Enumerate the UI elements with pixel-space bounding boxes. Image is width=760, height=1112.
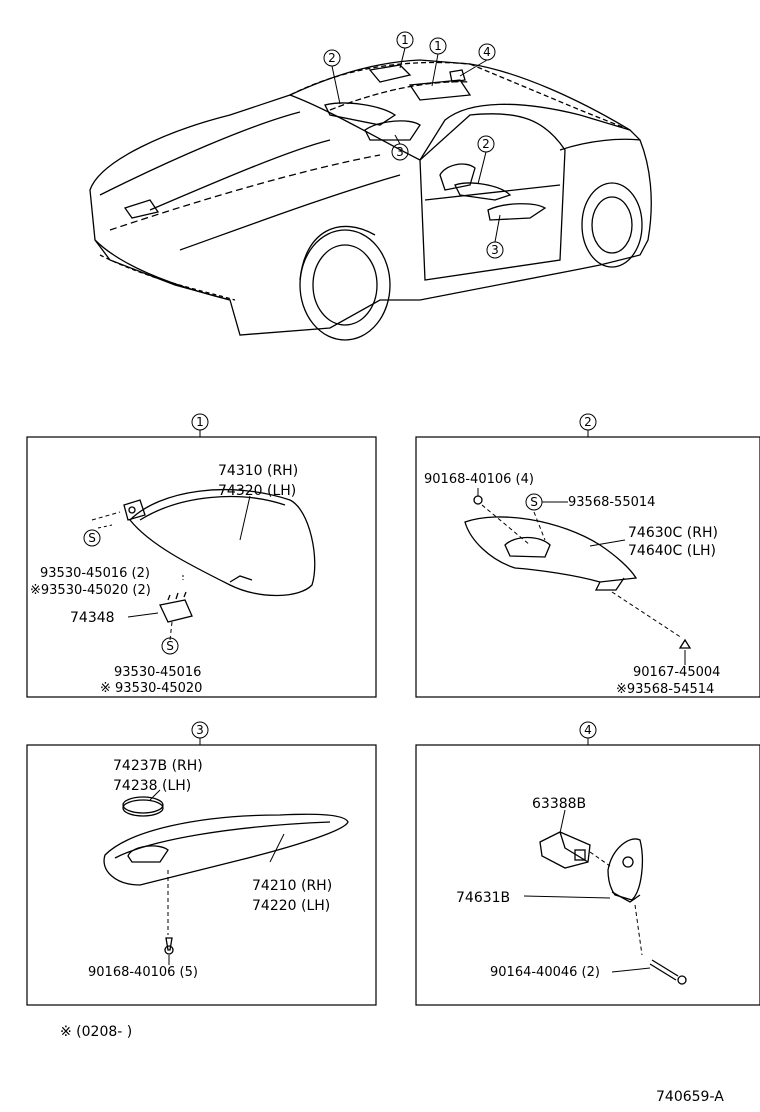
panel-2-leaders [477, 488, 686, 665]
assist-grip-illustration [464, 495, 692, 649]
panel-2-s-marks: S [525, 493, 543, 511]
panel-3-number: 3 [196, 723, 204, 737]
panel-4-labels: 63388B 74631B 90164-40046 (2) [456, 796, 600, 980]
part-number: ※ 93530-45020 [100, 681, 202, 696]
part-number: 74320 (LH) [218, 483, 296, 499]
part-number: 74640C (LH) [628, 543, 716, 559]
part-number: 74631B [456, 890, 510, 906]
panel-1: 1 S S 74310 (RH) [26, 413, 377, 698]
part-number: 74220 (LH) [252, 898, 330, 914]
part-number: 93530-45016 (2) [40, 566, 150, 581]
overview-callout-numbers: 1 1 4 2 3 2 3 [328, 33, 499, 257]
callout-4: 4 [483, 45, 491, 59]
part-number: 74210 (RH) [252, 878, 332, 894]
hook-illustration [539, 831, 687, 985]
sun-visor-illustration [123, 488, 316, 623]
part-number: 90168-40106 (5) [88, 965, 198, 980]
part-number: 93568-55014 [568, 495, 655, 510]
car-overview-illustration [89, 59, 652, 341]
callout-1a: 1 [401, 33, 409, 47]
s-mark: S [530, 495, 538, 509]
callout-3a: 3 [396, 145, 404, 159]
panel-3: 3 74237B (RH) 74238 (LH) 74210 (RH) 7422… [26, 721, 377, 1006]
part-number: 74238 (LH) [113, 778, 191, 794]
part-number: 74630C (RH) [628, 525, 718, 541]
callout-1b: 1 [434, 39, 442, 53]
panel-2-labels: 90168-40106 (4) 93568-55014 74630C (RH) … [424, 472, 720, 697]
callout-2b: 2 [482, 137, 490, 151]
panel-1-labels: 74310 (RH) 74320 (LH) 93530-45016 (2) ※9… [30, 463, 298, 696]
side-grip-illustration [103, 796, 349, 955]
panel-3-leaders [149, 789, 285, 965]
part-number: 90168-40106 (4) [424, 472, 534, 487]
footnote: ※ (0208- ) [60, 1024, 132, 1040]
part-number: 90167-45004 [633, 665, 720, 680]
callout-2a: 2 [328, 51, 336, 65]
s-mark: S [166, 639, 174, 653]
part-number: 63388B [532, 796, 586, 812]
panel-1-leaders [91, 495, 251, 641]
part-number: ※93530-45020 (2) [30, 583, 151, 598]
figure-id: 740659-A [656, 1089, 724, 1105]
panel-4-leaders [523, 809, 651, 973]
panel-4: 4 63388B 74631B 90164-40046 [415, 721, 760, 1006]
part-number: 74237B (RH) [113, 758, 203, 774]
panel-4-number: 4 [584, 723, 592, 737]
panel-1-number: 1 [196, 415, 204, 429]
panel-3-labels: 74237B (RH) 74238 (LH) 74210 (RH) 74220 … [88, 758, 332, 980]
panel-2-number: 2 [584, 415, 592, 429]
panel-2: 2 S 90168-40106 (4) 93568-55014 [415, 413, 760, 698]
part-number: 74348 [70, 610, 115, 626]
panel-1-s-marks: S S [83, 529, 179, 655]
overview-callouts [323, 31, 504, 259]
part-number: ※93568-54514 [616, 682, 714, 697]
s-mark: S [88, 531, 96, 545]
part-number: 90164-40046 (2) [490, 965, 600, 980]
part-number: 74310 (RH) [218, 463, 298, 479]
part-number: 93530-45016 [114, 665, 201, 680]
callout-3b: 3 [491, 243, 499, 257]
